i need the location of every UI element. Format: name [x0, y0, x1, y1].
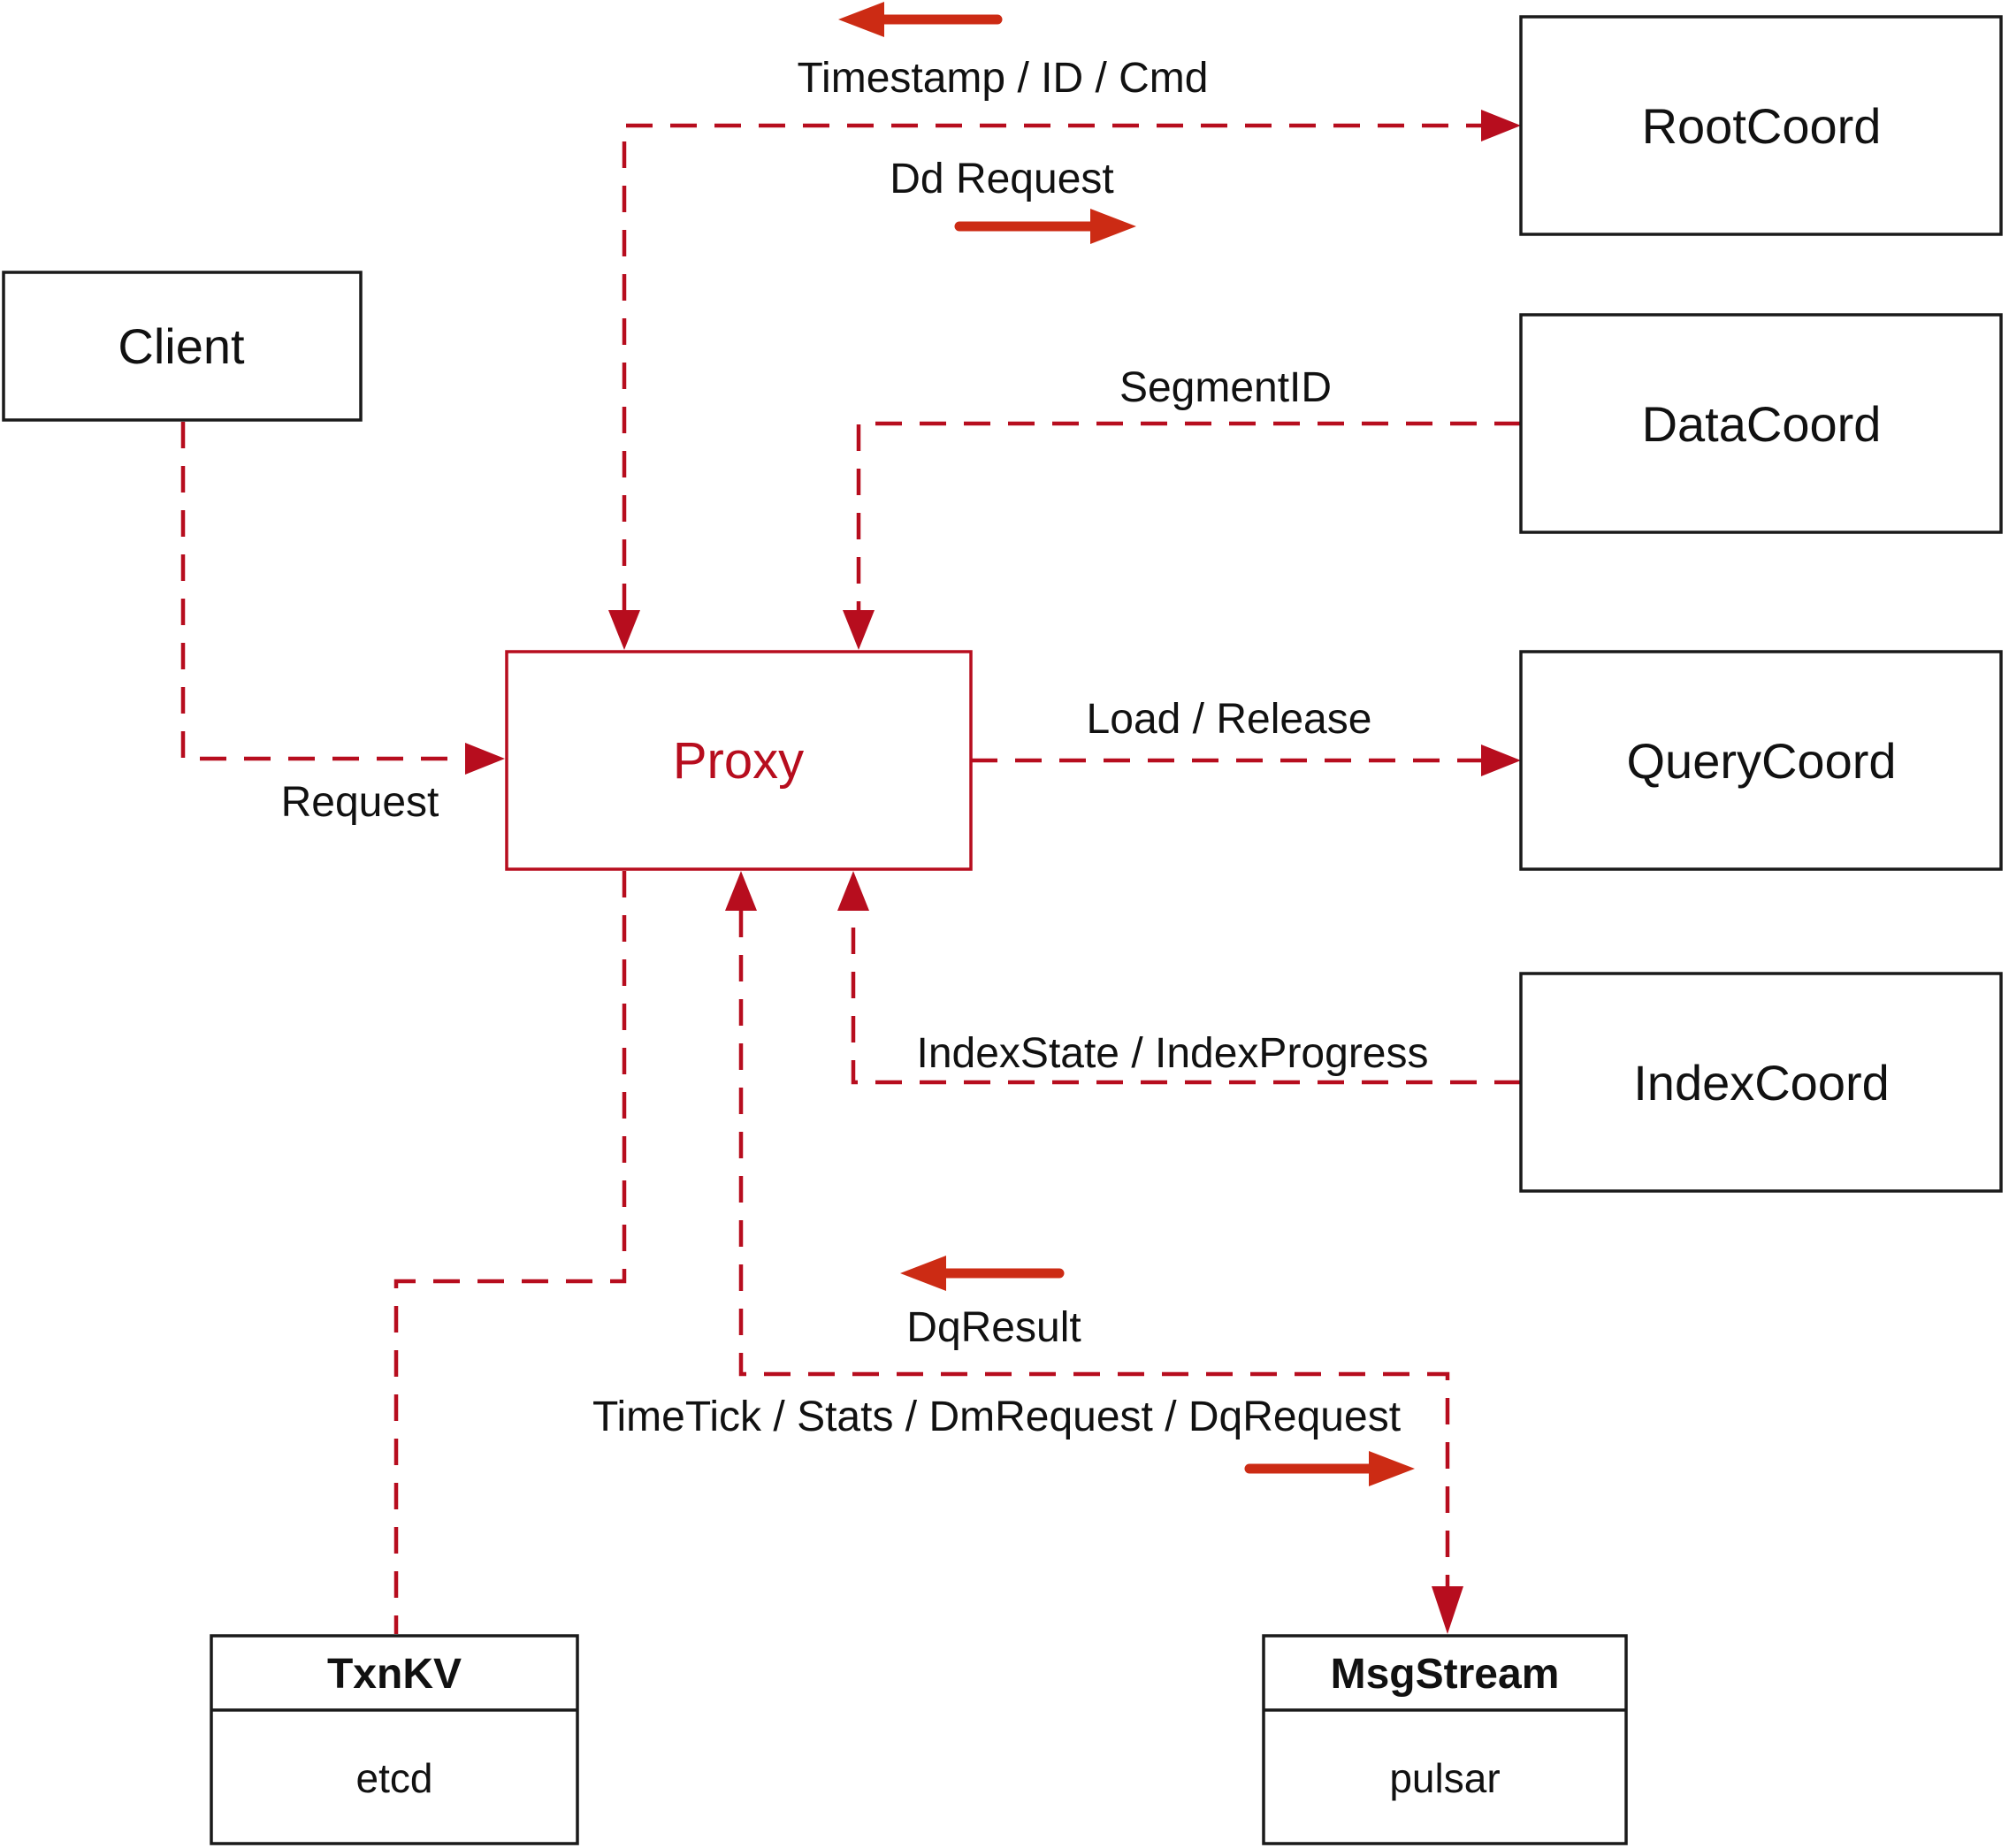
edge-label-request: Request	[281, 779, 439, 826]
arrowhead-into-querycoord-icon	[1481, 745, 1521, 776]
querycoord-box	[1519, 650, 2003, 871]
node-txnkv: TxnKV etcd	[210, 1634, 579, 1845]
arrowhead-into-msgstream-icon	[1432, 1586, 1463, 1634]
node-msgstream: MsgStream pulsar	[1262, 1634, 1628, 1845]
edge-datacoord-to-proxy-path	[856, 421, 1521, 610]
solid-arrow-timetick-icon	[1369, 1451, 1415, 1486]
edge-label-dqresult: DqResult	[906, 1304, 1081, 1351]
edge-client-to-proxy-path	[180, 422, 465, 761]
edge-proxy-to-txnkv	[393, 871, 627, 1634]
client-box	[2, 271, 363, 422]
datacoord-box	[1519, 313, 2003, 534]
edge-proxy-to-txnkv-path	[393, 871, 627, 1634]
arrowhead-into-proxy-bottom-right-icon	[837, 871, 869, 911]
node-proxy: Proxy	[505, 650, 973, 871]
solid-arrow-right-icon	[1090, 209, 1136, 244]
msgstream-title: MsgStream	[1331, 1651, 1560, 1698]
client-label: Client	[118, 318, 245, 374]
solid-arrow-dqresult-icon	[900, 1256, 946, 1291]
rootcoord-label: RootCoord	[1642, 98, 1882, 154]
txnkv-box	[210, 1634, 579, 1845]
edge-indexcoord-to-proxy: IndexState / IndexProgress	[837, 871, 1521, 1085]
edge-label-segmentid: SegmentID	[1119, 364, 1332, 411]
proxy-box	[505, 650, 973, 871]
arrowhead-into-proxy-left-icon	[465, 743, 505, 775]
edge-proxy-rootcoord: Timestamp / ID / Cmd Dd Request	[608, 2, 1521, 650]
msgstream-subtitle: pulsar	[1389, 1755, 1500, 1801]
edge-proxy-msgstream-path	[738, 911, 1450, 1586]
node-datacoord: DataCoord	[1519, 313, 2003, 534]
edge-proxy-msgstream: DqResult TimeTick / Stats / DmRequest / …	[592, 871, 1463, 1634]
querycoord-label: QueryCoord	[1626, 733, 1896, 789]
edge-label-timetick-stats: TimeTick / Stats / DmRequest / DqRequest	[592, 1394, 1401, 1440]
rootcoord-box	[1519, 15, 2003, 236]
node-querycoord: QueryCoord	[1519, 650, 2003, 871]
arrowhead-into-proxy-bottom-left-icon	[725, 871, 757, 911]
indexcoord-box	[1519, 972, 2003, 1193]
edge-indexcoord-to-proxy-path	[851, 911, 1521, 1085]
indexcoord-label: IndexCoord	[1633, 1055, 1890, 1111]
edge-label-load-release: Load / Release	[1087, 696, 1372, 743]
txnkv-subtitle: etcd	[356, 1755, 433, 1801]
node-indexcoord: IndexCoord	[1519, 972, 2003, 1193]
solid-arrow-left-icon	[838, 2, 884, 37]
edge-datacoord-to-proxy: SegmentID	[843, 364, 1521, 650]
edge-proxy-to-querycoord: Load / Release	[971, 696, 1521, 776]
arrowhead-into-proxy-top-left-icon	[608, 610, 640, 650]
edge-client-to-proxy: Request	[180, 422, 505, 826]
node-rootcoord: RootCoord	[1519, 15, 2003, 236]
datacoord-label: DataCoord	[1642, 396, 1882, 452]
msgstream-box	[1262, 1634, 1628, 1845]
node-client: Client	[2, 271, 363, 422]
txnkv-title: TxnKV	[327, 1651, 462, 1698]
edge-label-timestamp-id-cmd: Timestamp / ID / Cmd	[798, 55, 1209, 102]
proxy-label: Proxy	[673, 732, 804, 790]
arrowhead-into-proxy-top-right-icon	[843, 610, 875, 650]
edge-label-dd-request: Dd Request	[890, 156, 1113, 202]
edge-label-indexstate-indexprogress: IndexState / IndexProgress	[917, 1030, 1429, 1077]
arrowhead-into-rootcoord-icon	[1481, 110, 1521, 141]
